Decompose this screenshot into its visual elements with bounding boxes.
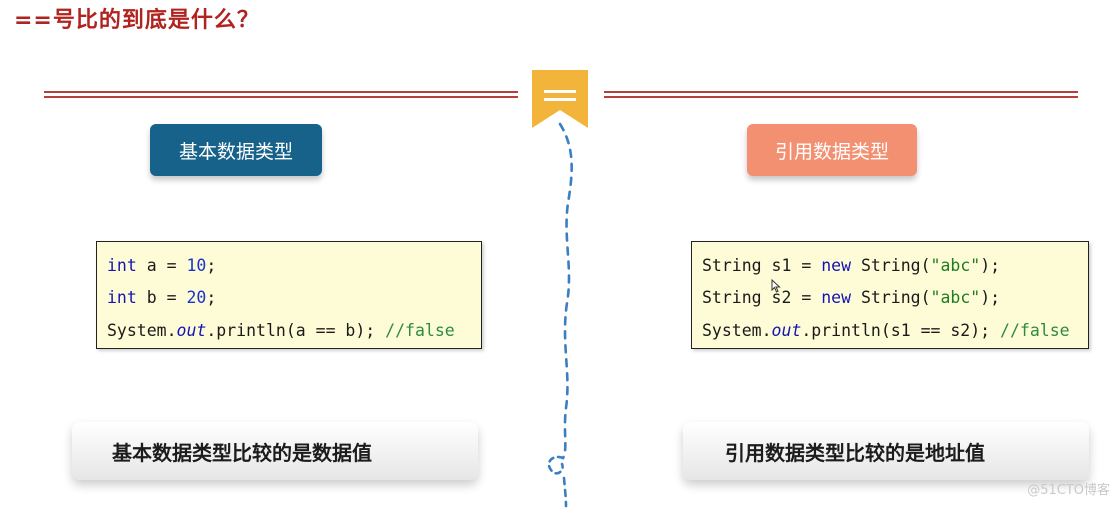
code-token: String s1 = — [702, 256, 822, 275]
code-token: 20 — [186, 288, 207, 307]
code-line: int b = 20; — [107, 288, 216, 307]
code-token: .println(a == b); — [206, 321, 386, 340]
cursor-icon — [771, 279, 781, 293]
code-token: System. — [702, 321, 772, 340]
right-divider-rule — [604, 91, 1078, 98]
bookmark-icon — [532, 70, 588, 128]
reference-summary-card: 引用数据类型比较的是地址值 — [683, 422, 1089, 480]
code-token: out — [176, 321, 207, 340]
code-token: a = — [136, 256, 187, 275]
reference-code-block: String s1 = new String("abc"); String s2… — [691, 241, 1089, 349]
dashed-center-divider — [547, 122, 573, 508]
primitive-code-block: int a = 10; int b = 20; System.out.print… — [96, 241, 482, 349]
code-token: int — [107, 288, 137, 307]
code-token: "abc" — [930, 256, 981, 275]
code-token: ; — [206, 288, 217, 307]
code-token: new — [821, 288, 852, 307]
primitive-summary-text: 基本数据类型比较的是数据值 — [112, 440, 372, 465]
code-token: String( — [851, 256, 931, 275]
code-token: new — [821, 256, 852, 275]
code-token: //false — [385, 321, 455, 340]
code-line: String s1 = new String("abc"); — [702, 256, 1000, 275]
code-token: int — [107, 256, 137, 275]
code-line: System.out.println(s1 == s2); //false — [702, 321, 1070, 340]
code-token: //false — [1000, 321, 1070, 340]
code-token: 10 — [186, 256, 207, 275]
code-token: ; — [206, 256, 217, 275]
code-token: .println(s1 == s2); — [801, 321, 1001, 340]
reference-summary-text: 引用数据类型比较的是地址值 — [725, 440, 985, 465]
reference-type-label: 引用数据类型 — [747, 124, 917, 176]
primitive-summary-card: 基本数据类型比较的是数据值 — [72, 422, 478, 480]
code-line: System.out.println(a == b); //false — [107, 321, 455, 340]
left-divider-rule — [44, 91, 518, 98]
code-token: String( — [851, 288, 931, 307]
code-token: b = — [136, 288, 187, 307]
watermark: @51CTO博客 — [1027, 483, 1110, 498]
code-token: out — [771, 321, 802, 340]
code-token: System. — [107, 321, 177, 340]
primitive-type-label: 基本数据类型 — [150, 124, 322, 176]
code-token: "abc" — [930, 288, 981, 307]
code-token: String s2 = — [702, 288, 822, 307]
code-token: ); — [980, 256, 1001, 275]
code-line: String s2 = new String("abc"); — [702, 288, 1000, 307]
code-line: int a = 10; — [107, 256, 216, 275]
code-token: ); — [980, 288, 1001, 307]
slide-title: ==号比的到底是什么？ — [14, 8, 260, 33]
